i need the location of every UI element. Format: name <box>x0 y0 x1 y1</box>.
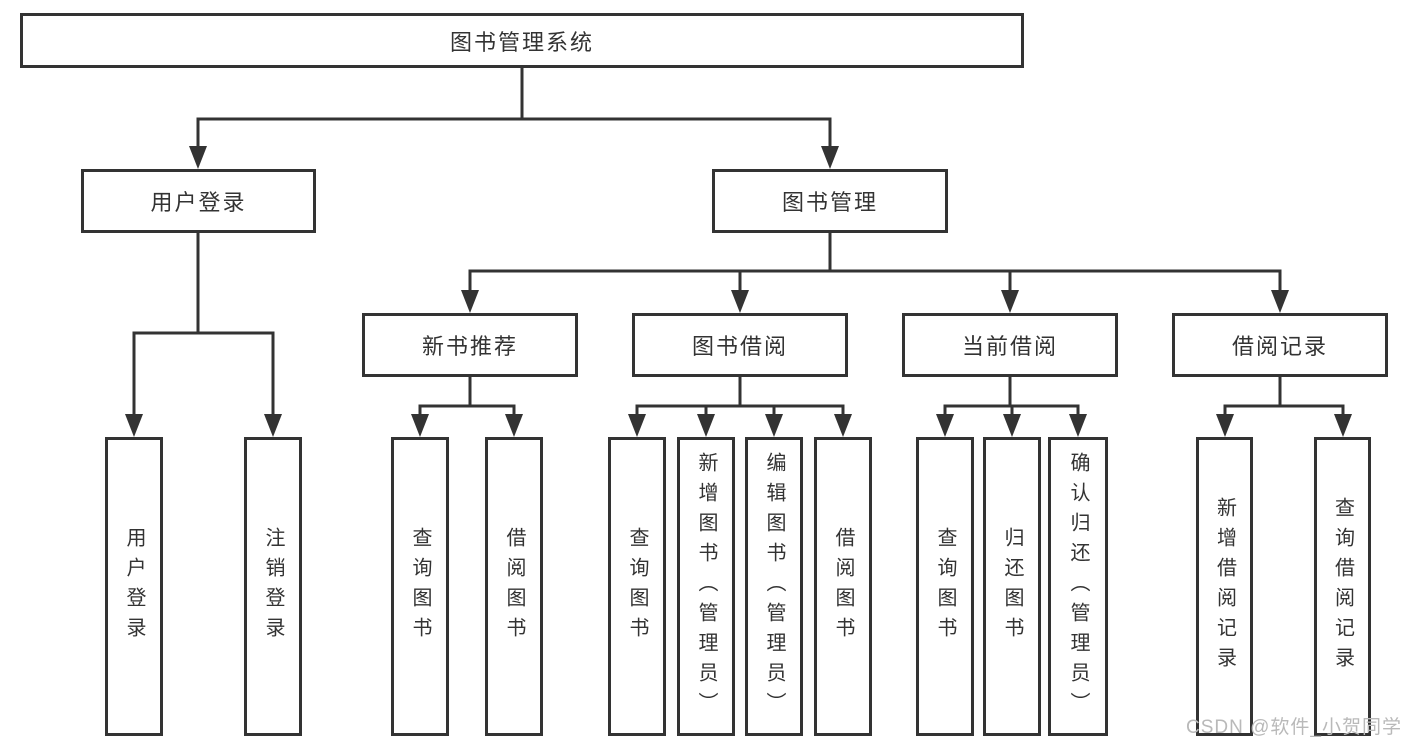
node-current-borrowing: 当前借阅 <box>902 313 1118 377</box>
leaf-bb-add-books-admin: 新增图书（管理员） <box>677 437 735 736</box>
leaf-user-login: 用户登录 <box>105 437 163 736</box>
leaf-br-add-record-label: 新增借阅记录 <box>1213 496 1236 677</box>
node-book-borrowing: 图书借阅 <box>632 313 848 377</box>
node-borrowing-records: 借阅记录 <box>1172 313 1388 377</box>
node-root-label: 图书管理系统 <box>449 29 594 55</box>
node-current-borrowing-label: 当前借阅 <box>961 334 1058 359</box>
node-new-book-recommendation: 新书推荐 <box>362 313 578 377</box>
node-root: 图书管理系统 <box>20 13 1024 68</box>
node-new-book-recommendation-label: 新书推荐 <box>421 334 518 359</box>
node-book-management: 图书管理 <box>712 169 948 233</box>
leaf-br-query-record: 查询借阅记录 <box>1314 437 1371 736</box>
leaf-bb-query-books: 查询图书 <box>608 437 666 736</box>
leaf-logout-label: 注销登录 <box>262 526 284 647</box>
leaf-bb-edit-books-admin-label: 编辑图书（管理员） <box>763 451 785 722</box>
node-borrowing-records-label: 借阅记录 <box>1231 334 1328 359</box>
leaf-cb-query-books: 查询图书 <box>916 437 974 736</box>
node-book-management-label: 图书管理 <box>781 190 878 215</box>
leaf-cb-query-books-label: 查询图书 <box>934 526 956 647</box>
leaf-user-login-label: 用户登录 <box>123 526 145 647</box>
node-book-borrowing-label: 图书借阅 <box>691 334 788 359</box>
leaf-logout: 注销登录 <box>244 437 302 736</box>
leaf-bb-borrow-books-label: 借阅图书 <box>832 526 854 647</box>
leaf-nbr-query-books: 查询图书 <box>391 437 449 736</box>
leaf-nbr-borrow-books-label: 借阅图书 <box>503 526 525 647</box>
leaf-nbr-query-books-label: 查询图书 <box>409 526 431 647</box>
leaf-bb-query-books-label: 查询图书 <box>626 526 648 647</box>
leaf-cb-confirm-return-admin: 确认归还（管理员） <box>1048 437 1108 736</box>
leaf-bb-add-books-admin-label: 新增图书（管理员） <box>695 451 717 722</box>
watermark-text: CSDN @软件_小贺同学 <box>1186 717 1402 738</box>
leaf-br-add-record: 新增借阅记录 <box>1196 437 1253 736</box>
leaf-bb-borrow-books: 借阅图书 <box>814 437 872 736</box>
leaf-br-query-record-label: 查询借阅记录 <box>1331 496 1354 677</box>
leaf-bb-edit-books-admin: 编辑图书（管理员） <box>745 437 803 736</box>
node-user-login-label: 用户登录 <box>150 190 247 215</box>
leaf-nbr-borrow-books: 借阅图书 <box>485 437 543 736</box>
leaf-cb-return-books-label: 归还图书 <box>1001 526 1023 647</box>
leaf-cb-confirm-return-admin-label: 确认归还（管理员） <box>1067 451 1089 722</box>
node-user-login: 用户登录 <box>81 169 316 233</box>
leaf-cb-return-books: 归还图书 <box>983 437 1041 736</box>
